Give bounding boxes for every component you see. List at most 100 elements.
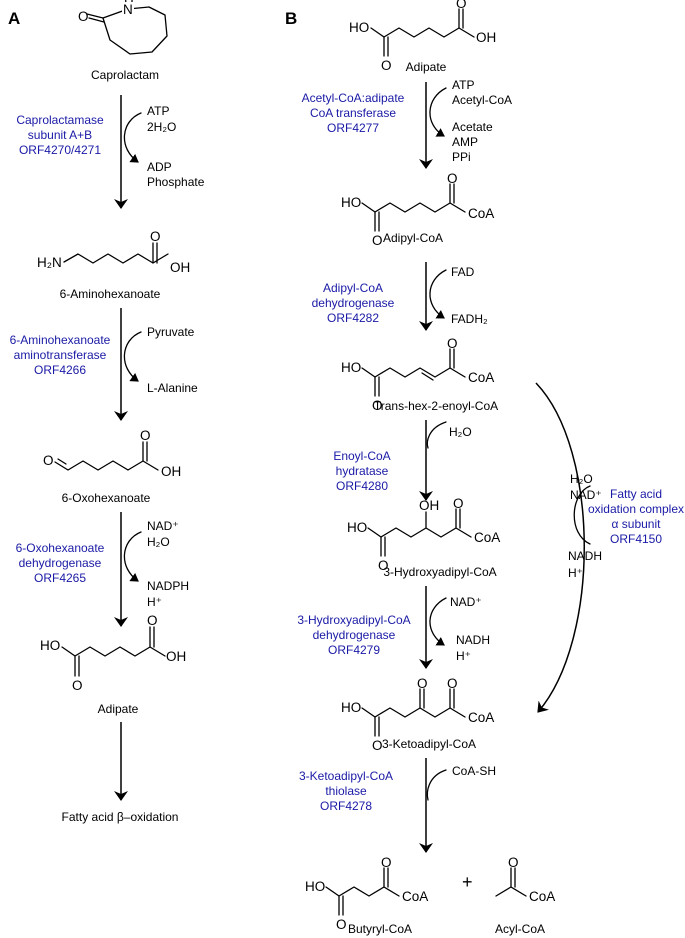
adipate-a-oh: OH (166, 649, 186, 664)
cofactor-out-b4-1: NADH (456, 633, 490, 647)
enzyme-a2-line3: ORF4266 (34, 363, 86, 377)
enzyme-b1-line1: Acetyl-CoA:adipate (302, 91, 405, 105)
side-enzyme-line2: oxidation complex (588, 502, 684, 516)
cofactor-in-b2-1: FAD (451, 265, 475, 279)
cofactor-in-a3-2: H₂O (147, 535, 170, 549)
adipate-a-o-top: O (147, 613, 158, 628)
cofactor-curve-b5 (426, 769, 447, 801)
cofactor-in-a1-2: 2H₂O (147, 120, 176, 134)
hydroxyadipyl-ho: HO (347, 520, 367, 535)
adipyl-coa-coa: CoA (468, 206, 494, 221)
oxohexanoate-o-top: O (140, 428, 151, 443)
aminohexanoate-o: O (150, 229, 161, 244)
side-path-arrow (535, 382, 585, 713)
adipate-b-structure: HO O O OH (349, 0, 496, 73)
transhex-structure: HO O O CoA (341, 336, 494, 413)
enzyme-b4-line3: ORF4279 (328, 643, 380, 657)
side-enzyme-line3: α subunit (612, 517, 662, 531)
enzyme-b1-line2: CoA transferase (310, 106, 396, 120)
ketoadipyl-ho: HO (341, 700, 361, 715)
enzyme-a3-line3: ORF4265 (34, 571, 86, 585)
oxohexanoate-structure: O O OH (43, 428, 181, 479)
cofactor-out-b1-2: AMP (452, 135, 478, 149)
butyryl-ho: HO (305, 879, 325, 894)
beta-oxidation-label: Fatty acid β–oxidation (62, 810, 179, 824)
cofactor-curve-b3 (426, 421, 447, 449)
cofactor-out-a3-1: NADPH (147, 579, 189, 593)
butyryl-coa-structure: HO O O CoA (305, 855, 428, 932)
cofactor-out-a1-1: ADP (147, 160, 172, 174)
adipyl-coa-o-bottom: O (372, 233, 383, 248)
adipate-a-o-bottom: O (72, 678, 83, 693)
caprolactam-label: Caprolactam (91, 68, 159, 82)
cofactor-out-a1-2: Phosphate (147, 175, 205, 189)
adipate-b-label: Adipate (406, 60, 447, 74)
plus-sign: + (462, 872, 473, 892)
side-cofactor-in-1: H₂O (570, 472, 593, 486)
enzyme-a1-line2: subunit A+B (28, 128, 92, 142)
enzyme-b2-line2: dehydrogenase (312, 296, 395, 310)
enzyme-b4-line1: 3-Hydroxyadipyl-CoA (297, 613, 410, 627)
enzyme-b4-line2: dehydrogenase (313, 628, 396, 642)
cofactor-in-b5-1: CoA-SH (452, 764, 496, 778)
side-cofactor-in-2: NAD⁺ (570, 488, 602, 502)
cofactor-curve-b4 (429, 597, 447, 646)
enzyme-a3-line2: dehydrogenase (19, 556, 102, 570)
panel-b-label: B (285, 9, 297, 28)
adipyl-coa-structure: HO O O CoA (341, 171, 494, 248)
ketoadipyl-label: 3-Ketoadipyl-CoA (382, 737, 476, 751)
hydroxyadipyl-structure: HO O OH O CoA (347, 496, 500, 573)
aminohexanoate-h2n: H₂N (37, 255, 62, 270)
ketoadipyl-coa: CoA (468, 710, 494, 725)
hydroxyadipyl-coa: CoA (474, 530, 500, 545)
side-cofactor-curve (573, 485, 591, 545)
cofactor-out-a2-1: L-Alanine (147, 381, 198, 395)
aminohexanoate-label: 6-Aminohexanoate (60, 287, 161, 301)
ketoadipyl-o-top1: O (417, 676, 428, 691)
cofactor-out-b1-3: PPi (452, 150, 471, 164)
cofactor-curve-b2 (429, 269, 447, 319)
enzyme-b5-line3: ORF4278 (320, 799, 372, 813)
oxohexanoate-oh: OH (161, 464, 181, 479)
oxohexanoate-o-left: O (43, 453, 54, 468)
cofactor-curve-b1 (429, 87, 447, 137)
enzyme-b5-line1: 3-Ketoadipyl-CoA (299, 769, 393, 783)
transhex-ho: HO (341, 360, 361, 375)
enzyme-b5-line2: thiolase (325, 784, 367, 798)
adipate-b-ho: HO (349, 20, 369, 35)
enzyme-a1-line3: ORF4270/4271 (19, 143, 101, 157)
adipate-a-structure: HO O O OH (40, 613, 186, 693)
enzyme-b3-line3: ORF4280 (336, 479, 388, 493)
cofactor-curve-a2 (123, 331, 142, 382)
hydroxyadipyl-label: 3-Hydroxyadipyl-CoA (383, 565, 496, 579)
butyryl-coa-label: Butyryl-CoA (348, 922, 412, 936)
ketoadipyl-o-bottom: O (372, 738, 383, 753)
butyryl-coa: CoA (402, 889, 428, 904)
cofactor-out-b2-1: FADH₂ (451, 312, 488, 326)
cofactor-out-b1-1: Acetate (452, 120, 493, 134)
aminohexanoate-oh: OH (170, 260, 190, 275)
cofactor-out-b4-2: H⁺ (456, 649, 471, 663)
adipate-a-ho: HO (40, 638, 60, 653)
ketoadipyl-o-top2: O (447, 676, 458, 691)
transhex-coa: CoA (468, 370, 494, 385)
cofactor-curve-a3 (123, 531, 142, 582)
transhex-o-bottom: O (372, 398, 383, 413)
cofactor-in-b4-1: NAD⁺ (450, 595, 482, 609)
side-cofactor-out-1: NADH (568, 549, 602, 563)
adipyl-coa-label: Adipyl-CoA (383, 231, 443, 245)
caprolactam-h-atom: H (124, 0, 134, 5)
cofactor-curve-a1 (123, 112, 142, 163)
acyl-o-top: O (508, 855, 519, 870)
caprolactam-structure: O N H (78, 0, 168, 55)
adipate-a-label: Adipate (98, 702, 139, 716)
adipyl-coa-o-top: O (447, 171, 458, 186)
hydroxyadipyl-o-bottom: O (378, 558, 389, 573)
side-cofactor-out-2: H⁺ (568, 566, 583, 580)
cofactor-in-a1-1: ATP (147, 104, 169, 118)
ketoadipyl-structure: HO O O O CoA (341, 676, 494, 753)
enzyme-b2-line3: ORF4282 (327, 311, 379, 325)
adipate-b-o-top: O (456, 0, 467, 11)
enzyme-b1-line3: ORF4277 (327, 121, 379, 135)
transhex-o-top: O (447, 336, 458, 351)
